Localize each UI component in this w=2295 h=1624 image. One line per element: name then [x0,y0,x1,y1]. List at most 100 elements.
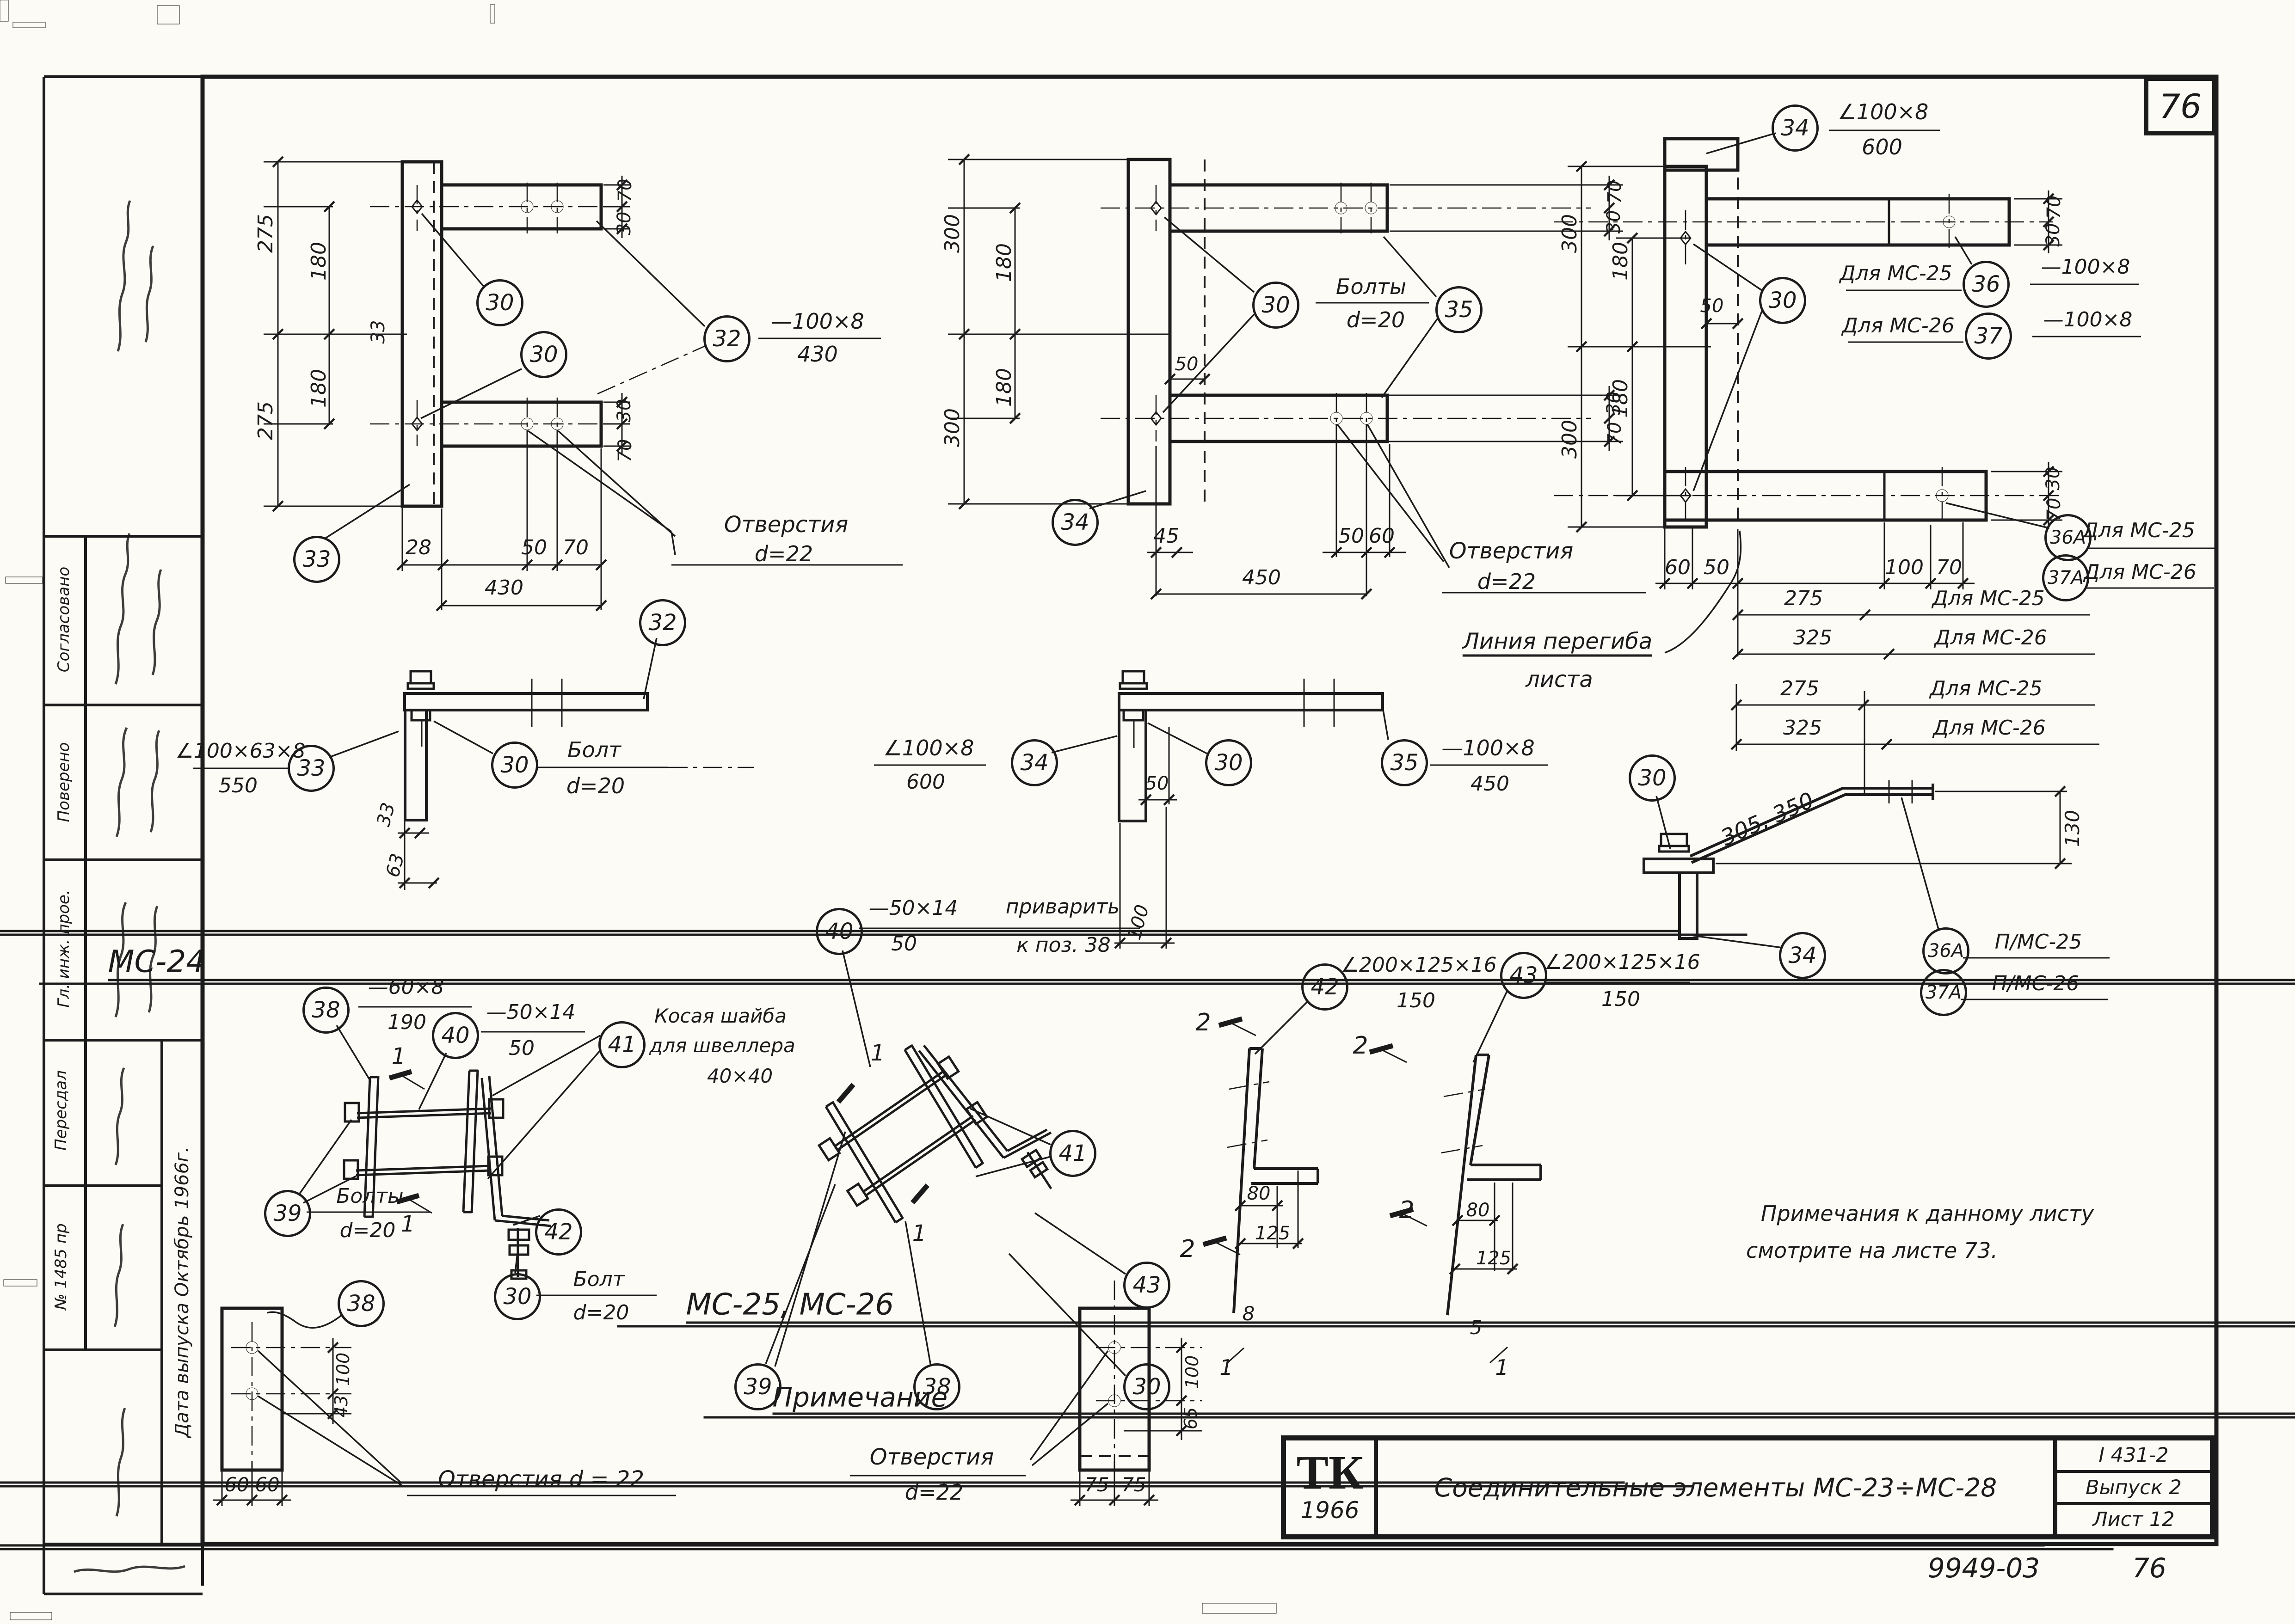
callout-38: 38 [338,1280,385,1327]
callout-33: 33 [288,745,335,792]
dim-label: d=22 [1477,569,1536,594]
dim-label: d=20 [339,1219,396,1242]
callout-41: 41 [1049,1130,1096,1177]
dim-label: 180 [992,243,1016,282]
dim-label: 5 [1470,1316,1483,1339]
callout-36А: 36А [2044,514,2092,561]
dim-label: Для МС-26 [1933,716,2046,740]
dim-label: 50 [891,932,917,956]
dim-label: 275 [254,401,277,440]
dim-label: —50×14 [868,896,958,920]
callout-40: 40 [816,908,863,955]
dim-label: 75 [1084,1473,1109,1496]
dim-label: 43 [331,1395,351,1418]
dim-label: 50 [1700,295,1724,317]
dim-label: ∠100×8 [883,735,974,760]
callout-30: 30 [520,331,567,378]
border-frame [43,74,2219,1595]
dim-label: 1 [912,1220,927,1246]
dim-label: 70 [2043,195,2065,219]
dim-label: 180 [307,242,331,281]
logo-tk: ТК [1296,1446,1364,1499]
dim-label: 70 [615,178,636,202]
scan-artifacts [0,0,1277,1620]
dim-label: 180 [1609,242,1632,281]
drawing-ms24-plan [948,154,1646,599]
dim-label: 8 [1242,1302,1255,1325]
callout-34: 34 [1011,739,1058,786]
drawing-ms2526-plan [1554,129,2215,659]
heading-ms24: МС-24 [39,946,2295,985]
dim-label: 1 [1495,1355,1509,1380]
dim-label: 40×40 [707,1065,773,1087]
sidebar-signatures [74,200,185,1573]
dim-label: Для МС-26 [1842,314,1955,337]
dim-label: 63 [382,851,409,880]
issue-number: Выпуск 2 [2057,1473,2210,1505]
sidebar-label: Поверено [55,742,73,822]
dim-label: Для МС-25 [2082,519,2195,542]
notes-heading: Примечание [703,1384,2295,1419]
dim-label: d=20 [566,773,625,798]
sidebar-label: Гл. инж. прое. [55,889,73,1008]
dim-label: 275 [254,214,277,253]
dim-label: 2 [1195,1009,1211,1036]
dim-label: к поз. 38 [1016,933,1111,957]
dim-label: 50 [509,1036,535,1060]
callout-39: 39 [264,1190,311,1237]
callout-36: 36 [1963,261,2010,308]
callout-42: 42 [1301,963,1348,1011]
dim-label: 125 [1255,1223,1291,1244]
sheet-number: Лист 12 [2092,1508,2175,1532]
dim-label: 1 [391,1043,406,1069]
dim-label: 60 [1665,556,1691,579]
sidebar-label: № 1485 пр [52,1223,70,1310]
dim-label: 1 [400,1211,415,1237]
dim-label: d=20 [573,1301,629,1324]
dim-label: ∠200×125×16 [1544,950,1700,974]
callout-30: 30 [494,1273,541,1320]
callout-30: 30 [1252,282,1299,329]
drawing-ms23-plan [264,157,903,611]
drawing-title: Соединительные элементы МС-23÷МС-28 [1434,1472,1997,1502]
notes-line-2: смотрите на листе 73. [1746,1238,1998,1263]
dim-label: 50 [1704,556,1729,579]
stamp-code: 9949-03 [1927,1552,2040,1584]
dim-label: 190 [388,1011,426,1034]
title-block-right-column: I 431-2 Выпуск 2 Лист 12 [2053,1440,2210,1534]
dim-label: —100×8 [771,309,864,334]
dim-label: Для МС-26 [1934,626,2047,650]
dim-label: приварить [1005,895,1120,919]
title-block: ТК 1966 Соединительные элементы МС-23÷МС… [1281,1435,2215,1539]
dim-label: 2 [1353,1032,1368,1060]
dim-label: —50×14 [486,1000,576,1024]
callout-34: 34 [1779,932,1826,979]
heading-ms27: МС-27 [0,1451,1694,1488]
dim-label: 50 [1145,773,1169,794]
callout-30: 30 [476,279,523,326]
dim-label: 80 [1247,1183,1271,1204]
drawing-ms23-detail [267,1006,657,1329]
callout-34: 34 [1772,104,1819,152]
dim-label: Отверстия d = 22 [438,1466,644,1492]
dim-label: для швеллера [649,1034,795,1057]
callout-38: 38 [302,987,350,1034]
dim-label: 450 [1471,772,1509,796]
callout-42: 42 [535,1208,582,1256]
dim-label: ∠100×8 [1837,99,1929,124]
dim-label: Отверстия [869,1444,994,1470]
dim-label: 550 [219,774,258,797]
dim-label: 70 [563,536,589,559]
dim-label: d=22 [904,1480,964,1505]
dim-label: 300 [1558,214,1581,253]
dim-label: 300 [1558,420,1581,459]
dim-label: 33 [368,320,389,344]
callout-37: 37 [1965,313,2012,360]
dim-label: 100 [1885,556,1924,579]
dim-label: 325 [1783,716,1822,740]
callout-32: 32 [639,599,686,646]
callout-33: 33 [293,536,340,583]
page-number: 76 [2159,86,2202,126]
